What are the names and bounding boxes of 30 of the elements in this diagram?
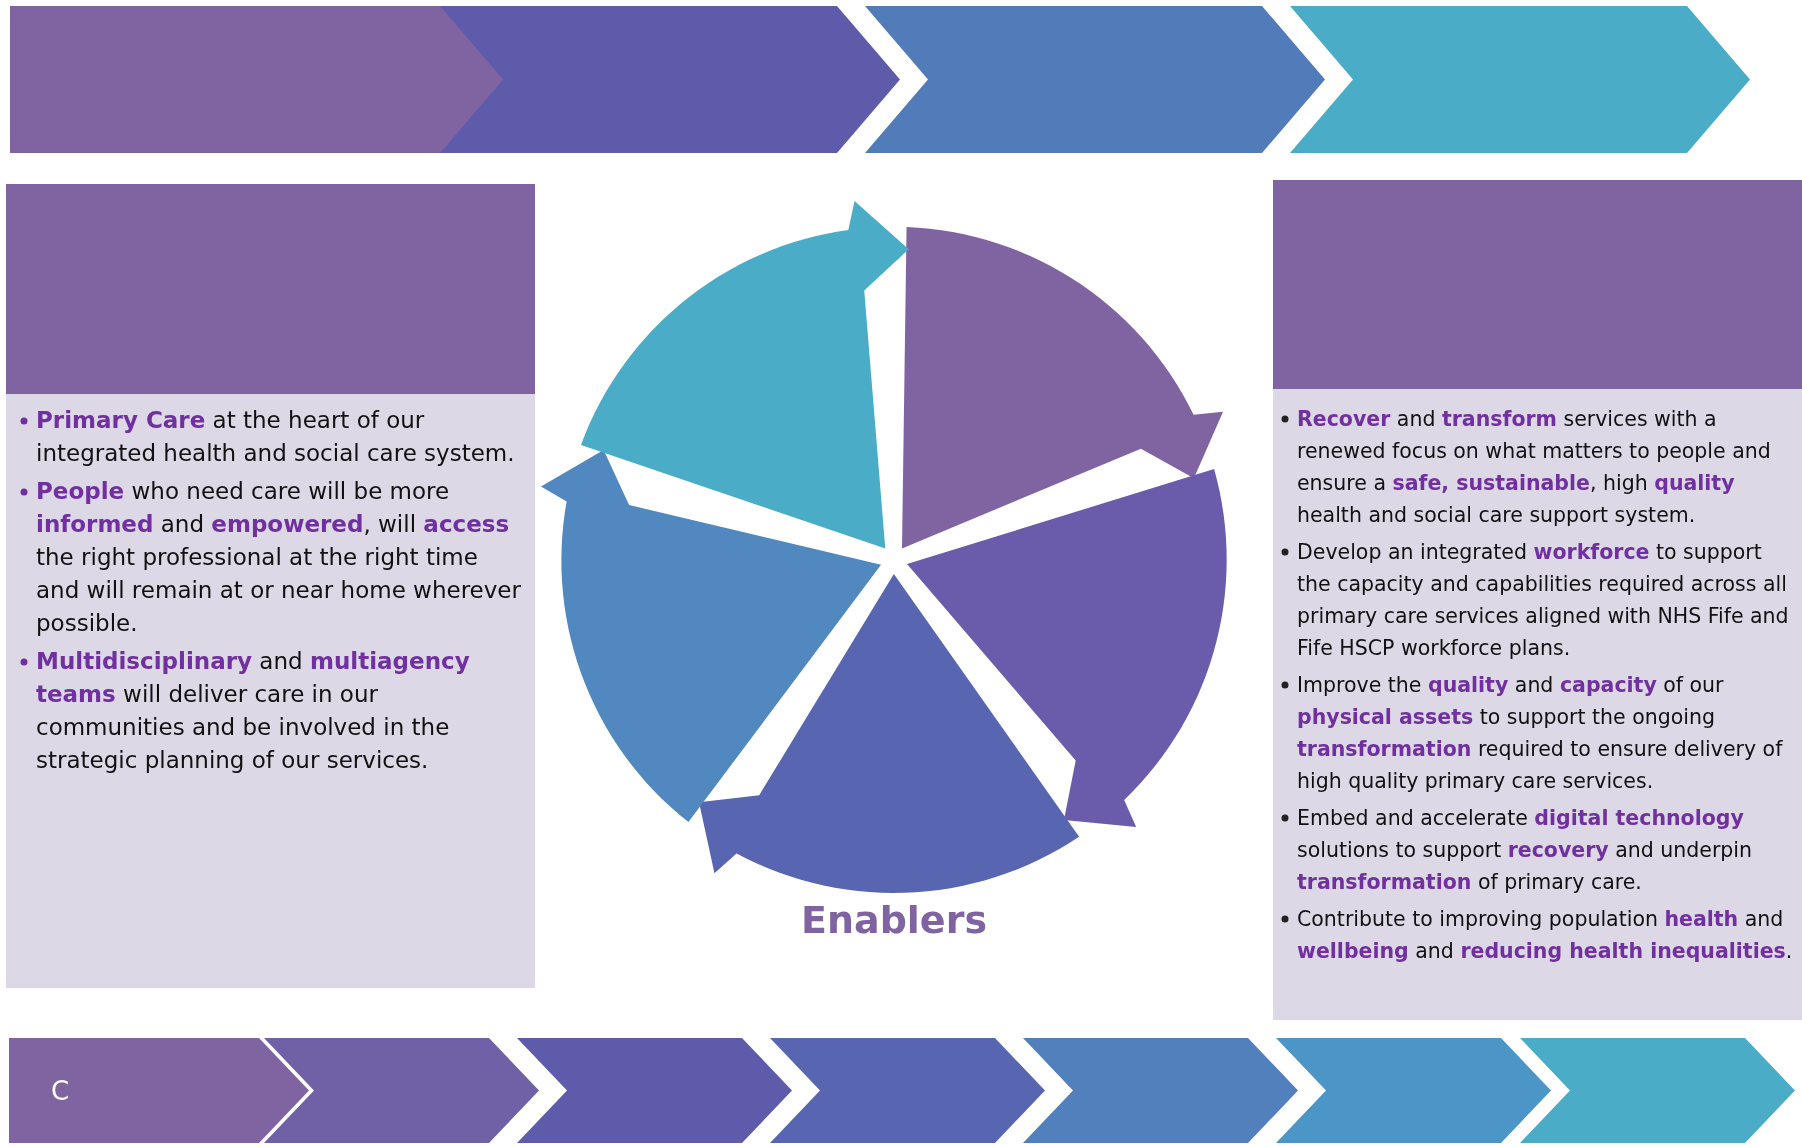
bullet-text: Improve the quality and capacity of our physical assets to support the ongoing transformation required to ensure delivery of high quality primary care services. — [1297, 673, 1783, 793]
bullet-text: People who need care will be more informed and empowered, will access the right professional at the right time and will remain at or near home wherever possible. — [36, 478, 521, 636]
bullet-text: Multidisciplinary and multiagency teams will deliver care in our communities and be involved in the strategic planning of our services. — [36, 648, 470, 773]
bullet-text: Contribute to improving population health and wellbeing and reducing health inequalities. — [1297, 907, 1793, 963]
header-band — [1273, 180, 1802, 389]
step-band — [770, 1038, 1045, 1143]
step-band — [440, 6, 900, 153]
section-label: Enablers — [800, 898, 988, 942]
text-panel — [1273, 389, 1802, 1020]
bullet-text: Embed and accelerate digital technology solutions to support recovery and underpin transformation of primary care. — [1297, 806, 1753, 894]
bullet-text: Recover and transform services with a renewed focus on what matters to people and ensure a safe, sustainable, high quality health and social care support system. — [1297, 407, 1771, 527]
step-band — [264, 1038, 539, 1143]
step-band — [1023, 1038, 1298, 1143]
chevron-label: C — [51, 1074, 70, 1107]
step-band — [517, 1038, 792, 1143]
step-band — [1290, 6, 1750, 153]
pie-segment — [699, 574, 1080, 893]
bullet-text: Develop an integrated workforce to support the capacity and capabilities required across all primary care services aligned with NHS Fife and Fife HSCP workforce plans. — [1297, 540, 1789, 660]
pie-segment — [581, 201, 910, 549]
pie-segment — [907, 469, 1227, 828]
step-band — [9, 1038, 309, 1143]
text-panel — [6, 394, 535, 988]
step-band — [1276, 1038, 1551, 1143]
pie-segment — [902, 227, 1224, 549]
header-band — [6, 184, 535, 394]
step-band — [10, 6, 505, 153]
pie-segment — [540, 449, 881, 822]
bullet-text: Primary Care at the heart of our integrated health and social care system. — [36, 407, 515, 466]
step-band — [865, 6, 1325, 153]
step-band — [1520, 1038, 1795, 1143]
